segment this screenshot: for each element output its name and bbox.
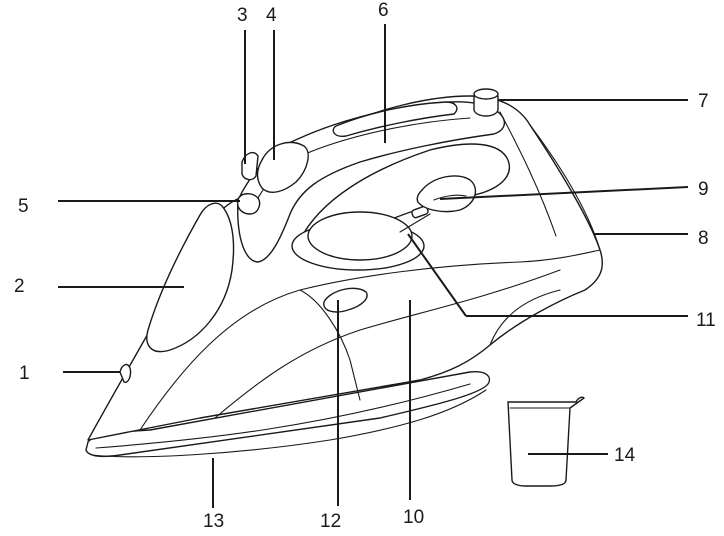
spray-nozzle	[119, 363, 132, 383]
label-5: 5	[18, 196, 29, 217]
label-12: 12	[320, 511, 341, 531]
measuring-cup	[507, 396, 585, 487]
label-3: 3	[237, 5, 248, 26]
label-9: 9	[698, 179, 709, 200]
label-10: 10	[403, 507, 424, 528]
label-2: 2	[14, 276, 25, 297]
label-6: 6	[378, 0, 389, 21]
label-7: 7	[698, 91, 709, 112]
leader-lines	[58, 24, 689, 508]
water-inlet	[323, 287, 368, 313]
label-8: 8	[698, 228, 709, 249]
water-tank-window	[146, 202, 235, 353]
heel-rest	[499, 111, 601, 251]
label-1: 1	[19, 363, 30, 384]
handle-grip	[332, 101, 458, 138]
burst-steam-button	[236, 193, 261, 215]
steam-control-dial	[256, 141, 309, 193]
cord-bushing	[473, 88, 499, 117]
label-4: 4	[266, 5, 277, 26]
label-13: 13	[203, 511, 224, 531]
temperature-dial-area	[291, 175, 477, 271]
callout-numbers: 1 2 3 4 5 6 7 8 9 10 11 12 13 14	[14, 0, 716, 532]
label-14: 14	[614, 445, 636, 466]
label-11: 11	[696, 310, 716, 331]
